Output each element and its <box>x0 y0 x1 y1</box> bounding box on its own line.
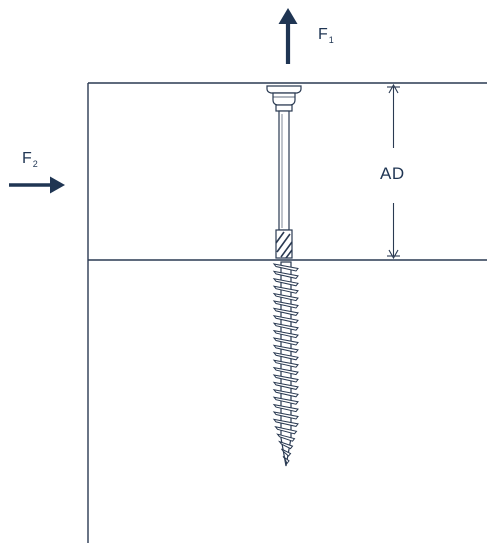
screw-reamer <box>275 229 293 259</box>
force-2-label-sub: 2 <box>32 159 38 169</box>
dimension-label: AD <box>380 164 405 183</box>
timber-members <box>87 82 487 543</box>
arrow-up-icon <box>278 8 298 64</box>
double-arrow-vertical-icon <box>387 83 400 260</box>
screw-thread <box>272 261 299 467</box>
screw-head <box>266 85 302 112</box>
screw-icon <box>266 85 302 467</box>
screw-shank <box>278 110 290 231</box>
force-2-label-main: F <box>22 150 32 167</box>
force-1-label: F1 <box>318 26 334 45</box>
arrow-right-icon <box>9 176 65 194</box>
force-2-label: F2 <box>22 150 38 169</box>
force-1-label-sub: 1 <box>328 35 334 45</box>
force-1-label-main: F <box>318 26 328 43</box>
